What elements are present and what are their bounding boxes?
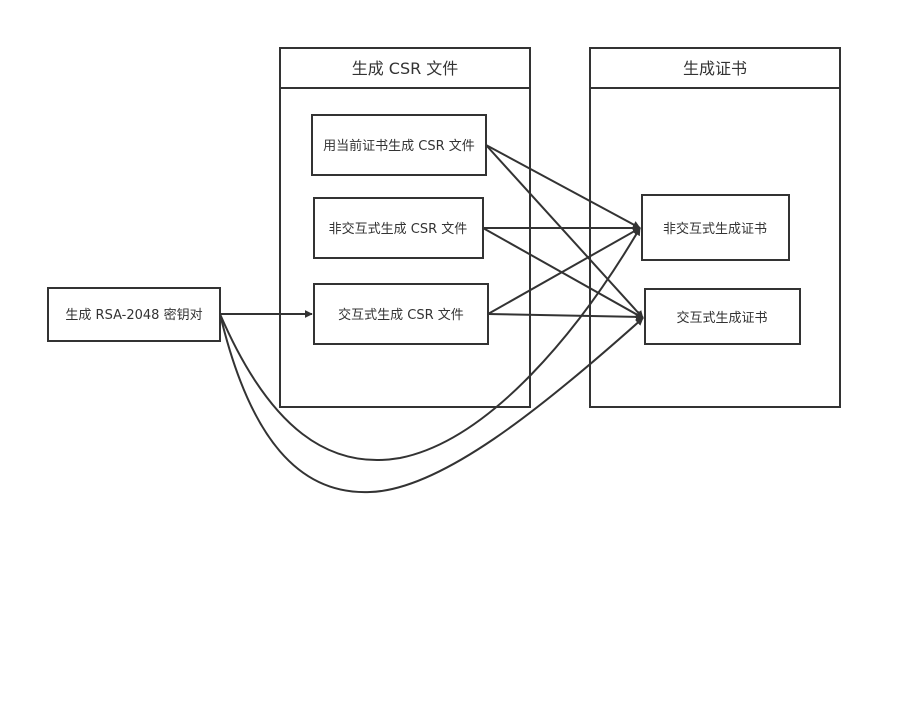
node-keypair[interactable]: 生成 RSA-2048 密钥对	[47, 287, 221, 342]
container-csr-title: 生成 CSR 文件	[352, 59, 459, 78]
node-cert-interactive-box	[644, 288, 801, 345]
node-keypair-box	[47, 287, 221, 342]
container-cert-title: 生成证书	[683, 59, 747, 78]
edge-csr-current-to-cert-interactive	[485, 144, 644, 319]
node-cert-interactive[interactable]: 交互式生成证书	[644, 288, 801, 345]
node-csr-current-box	[311, 114, 487, 176]
node-csr-interactive-label: 交互式生成 CSR 文件	[338, 307, 464, 323]
node-csr-current[interactable]: 用当前证书生成 CSR 文件	[311, 114, 487, 176]
node-csr-interactive[interactable]: 交互式生成 CSR 文件	[313, 283, 489, 345]
edge-keypair-to-cert-interactive	[219, 313, 644, 494]
node-csr-interactive-box	[313, 283, 489, 345]
node-cert-interactive-label: 交互式生成证书	[676, 310, 767, 326]
edge-csr-current-to-cert-noninteractive	[485, 144, 641, 229]
edge-keypair-to-cert-noninteractive	[219, 227, 641, 462]
edge-csr-noninteractive-to-cert-interactive	[482, 227, 644, 319]
edges	[219, 144, 644, 494]
node-cert-noninteractive-box	[641, 194, 790, 261]
node-csr-noninteractive[interactable]: 非交互式生成 CSR 文件	[313, 197, 484, 259]
node-csr-noninteractive-label: 非交互式生成 CSR 文件	[329, 221, 468, 237]
edge-csr-interactive-to-cert-noninteractive	[487, 227, 641, 315]
node-csr-current-label: 用当前证书生成 CSR 文件	[323, 138, 475, 154]
node-csr-noninteractive-box	[313, 197, 484, 259]
node-keypair-label: 生成 RSA-2048 密钥对	[65, 307, 202, 323]
edge-csr-interactive-to-cert-interactive	[487, 312, 644, 321]
node-cert-noninteractive[interactable]: 非交互式生成证书	[641, 194, 790, 261]
node-cert-noninteractive-label: 非交互式生成证书	[663, 221, 767, 237]
